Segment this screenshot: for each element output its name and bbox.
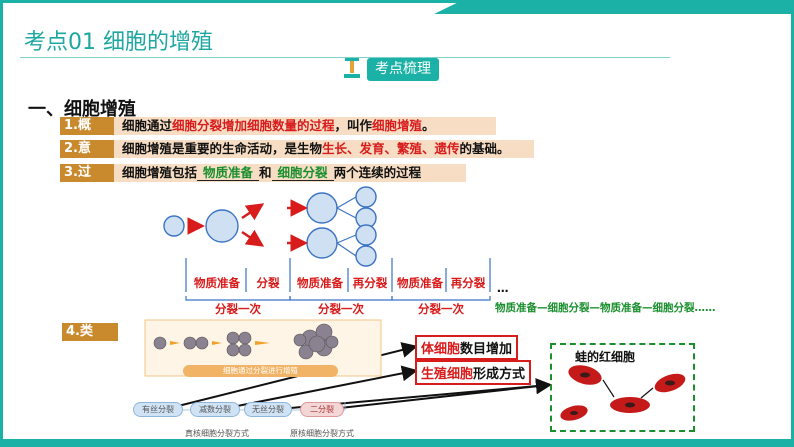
meaning-p1: 细胞增殖是重要的生命活动，是生物: [122, 141, 323, 156]
meaning-tag: 2.意义：: [60, 140, 114, 174]
cell-2: [205, 209, 239, 243]
cell-4a: [355, 186, 377, 208]
process-blank-a: 物质准备: [197, 165, 260, 181]
gamete-highlight: 生殖细胞: [421, 367, 474, 382]
phase-label: 再分裂: [450, 276, 486, 290]
types-tag: 4.类型：: [62, 323, 118, 357]
title-underline: [20, 57, 670, 58]
cell-3a: [306, 192, 338, 224]
division-banner: 细胞通过分裂进行增殖: [183, 365, 338, 377]
process-p1: 细胞增殖包括: [122, 165, 198, 180]
process-p3: 两个连续的过程: [333, 165, 422, 180]
phase-label: 分裂: [256, 276, 280, 290]
process-text: 细胞增殖包括物质准备和细胞分裂两个连续的过程: [114, 164, 466, 182]
cell-4c: [355, 224, 377, 246]
continuation-text: 物质准备—细胞分裂—物质准备—细胞分裂……: [495, 302, 716, 314]
cell-number-highlight: 体细胞: [421, 342, 461, 357]
continuation-dots: …: [497, 281, 509, 295]
concept-p2: ，叫作: [334, 118, 373, 133]
process-p2: 和: [259, 165, 272, 180]
concept-highlight-2: 细胞增殖: [372, 118, 423, 133]
cell-3b: [306, 227, 338, 259]
lamp-icon: [344, 58, 360, 78]
cell-number-box: 体细胞数目增加: [415, 335, 519, 360]
gamete-rest: 形成方式: [473, 367, 526, 382]
phase-label: 物质准备: [297, 276, 343, 290]
meaning-highlight: 生长、发育、繁殖、遗传: [322, 141, 460, 156]
section-heading: 一、细胞增殖: [28, 99, 136, 120]
phase-label: 物质准备: [194, 276, 240, 290]
meaning-text: 细胞增殖是重要的生命活动，是生物生长、发育、繁殖、遗传的基础。: [114, 140, 534, 158]
left-border: [0, 0, 3, 447]
cycle-label: 分裂一次: [215, 302, 261, 316]
meaning-p2: 的基础。: [459, 141, 510, 156]
phase-label: 物质准备: [397, 276, 443, 290]
concept-p3: 。: [422, 118, 435, 133]
corner-decoration: [434, 0, 794, 14]
frog-rbc-panel: [550, 343, 695, 432]
cell-4d: [355, 245, 377, 267]
method-pill: 无丝分裂: [244, 402, 292, 417]
bottom-border: [0, 439, 794, 447]
process-tag: 3.过程：: [60, 164, 114, 198]
eukaryote-label: 真核细胞分裂方式: [185, 429, 249, 438]
right-border: [791, 0, 794, 447]
frog-rbc-label: 蛙的红细胞: [575, 350, 636, 364]
top-border: [0, 0, 794, 3]
process-blank-b: 细胞分裂: [271, 165, 334, 181]
method-pill: 有丝分裂: [133, 402, 183, 417]
method-pill: 二分裂: [300, 402, 344, 417]
concept-highlight-1: 细胞分裂增加细胞数量的过程: [172, 118, 335, 133]
gamete-box: 生殖细胞形成方式: [415, 360, 532, 385]
concept-tag: 1.概念：: [60, 117, 114, 151]
cycle-label: 分裂一次: [418, 302, 464, 316]
cycle-label: 分裂一次: [318, 302, 364, 316]
cell-number-rest: 数目增加: [460, 342, 513, 357]
section-badge: 考点梳理: [367, 58, 439, 81]
concept-text: 细胞通过细胞分裂增加细胞数量的过程，叫作细胞增殖。: [114, 117, 496, 135]
prokaryote-label: 原核细胞分裂方式: [290, 429, 354, 438]
concept-p1: 细胞通过: [122, 118, 173, 133]
cell-1: [163, 215, 185, 237]
method-pill: 减数分裂: [190, 402, 240, 417]
page-title: 考点01 细胞的增殖: [24, 30, 213, 55]
phase-label: 再分裂: [352, 276, 388, 290]
cell-4b: [355, 207, 377, 229]
